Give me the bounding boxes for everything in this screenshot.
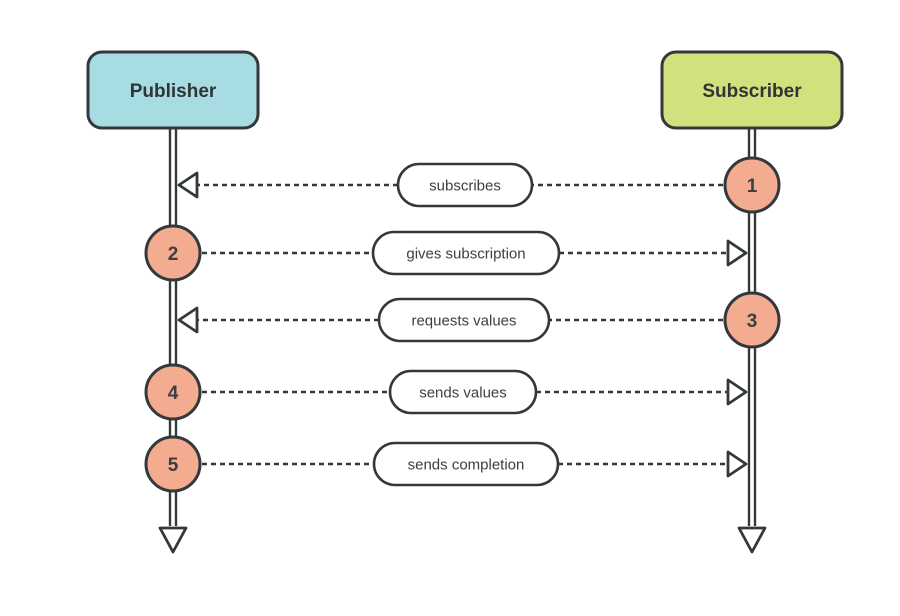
- participant-label-subscriber: Subscriber: [702, 81, 802, 102]
- participant-subscriber[interactable]: Subscriber: [660, 50, 844, 130]
- message-label-text-1: subscribes: [429, 178, 501, 195]
- connector-3: [177, 306, 723, 334]
- message-label-box-4[interactable]: [388, 369, 538, 415]
- participants-layer: Publisher Subscriber: [86, 50, 844, 130]
- message-label-4[interactable]: sends values: [388, 369, 538, 415]
- connector-2: [202, 239, 748, 267]
- message-label-text-2: gives subscription: [406, 246, 525, 263]
- message-label-text-4: sends values: [419, 385, 507, 402]
- message-label-box-5[interactable]: [372, 441, 560, 487]
- step-marker-2[interactable]: 2: [144, 224, 202, 282]
- participant-box-subscriber[interactable]: [660, 50, 844, 130]
- connector-4: [202, 378, 748, 406]
- participant-label-publisher: Publisher: [130, 81, 217, 102]
- lifeline-end-triangle-icon: [737, 526, 767, 554]
- markers-layer: 1 2 3 4 5: [144, 156, 781, 493]
- message-label-text-3: requests values: [411, 313, 516, 330]
- step-marker-circle-1[interactable]: [723, 156, 781, 214]
- step-marker-number-4: 4: [168, 383, 179, 404]
- step-marker-circle-3[interactable]: [723, 291, 781, 349]
- arrowhead-icon-4: [726, 378, 748, 406]
- message-label-1[interactable]: subscribes: [396, 162, 534, 208]
- arrowhead-icon-3: [177, 306, 199, 334]
- message-label-2[interactable]: gives subscription: [371, 230, 561, 276]
- lifeline-end-triangle-icon: [158, 526, 188, 554]
- step-marker-circle-4[interactable]: [144, 363, 202, 421]
- message-label-3[interactable]: requests values: [377, 297, 551, 343]
- arrowhead-icon-2: [726, 239, 748, 267]
- message-label-text-5: sends completion: [408, 457, 525, 474]
- message-label-box-2[interactable]: [371, 230, 561, 276]
- step-marker-1[interactable]: 1: [723, 156, 781, 214]
- participant-box-publisher[interactable]: [86, 50, 260, 130]
- step-marker-circle-2[interactable]: [144, 224, 202, 282]
- step-marker-number-2: 2: [168, 244, 179, 265]
- step-marker-number-5: 5: [168, 455, 179, 476]
- connector-5: [202, 450, 748, 478]
- message-label-box-3[interactable]: [377, 297, 551, 343]
- step-marker-circle-5[interactable]: [144, 435, 202, 493]
- step-marker-4[interactable]: 4: [144, 363, 202, 421]
- step-marker-number-3: 3: [747, 311, 758, 332]
- arrowhead-icon-5: [726, 450, 748, 478]
- participant-publisher[interactable]: Publisher: [86, 50, 260, 130]
- labels-layer: subscribes gives subscription requests val…: [371, 162, 561, 487]
- step-marker-3[interactable]: 3: [723, 291, 781, 349]
- message-label-5[interactable]: sends completion: [372, 441, 560, 487]
- step-marker-number-1: 1: [747, 176, 758, 197]
- arrowhead-icon-1: [177, 171, 199, 199]
- connectors-layer: [177, 171, 748, 478]
- step-marker-5[interactable]: 5: [144, 435, 202, 493]
- connector-1: [177, 171, 723, 199]
- message-label-box-1[interactable]: [396, 162, 534, 208]
